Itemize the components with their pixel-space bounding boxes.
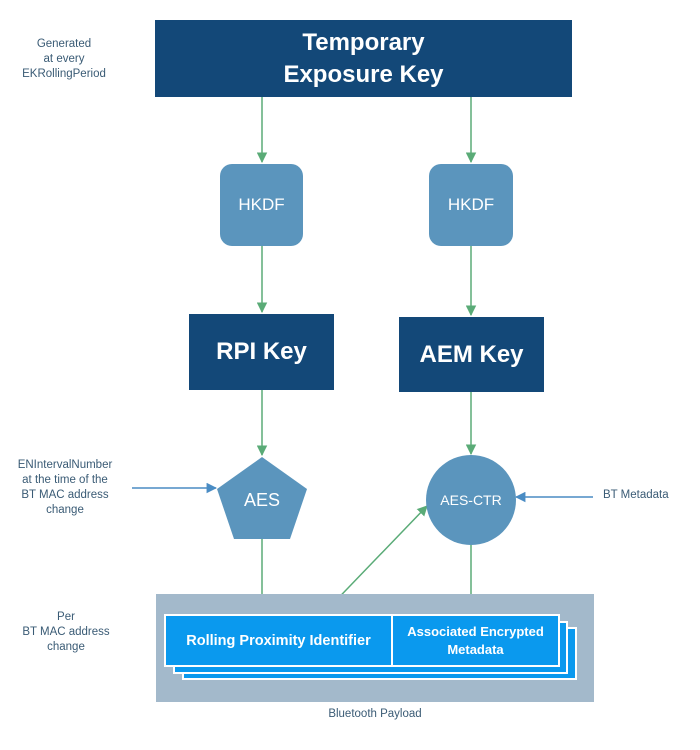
rolling-proximity-identifier-label: Rolling Proximity Identifier <box>186 632 371 649</box>
note-interval: ENIntervalNumber at the time of the BT M… <box>17 459 113 516</box>
hkdf-left-box: HKDF <box>220 164 303 246</box>
note-generated: Generated at every EKRollingPeriod <box>22 38 106 80</box>
payload-divider <box>391 614 393 667</box>
hkdf-right-box: HKDF <box>429 164 513 246</box>
rpi-key-box: RPI Key <box>189 314 334 390</box>
aes-ctr-circle <box>426 455 516 545</box>
aes-ctr-label: AES-CTR <box>440 492 502 508</box>
note-bt-metadata: BT Metadata <box>603 489 669 501</box>
aes-pentagon-shape <box>217 457 307 539</box>
payload-card-front <box>164 614 560 667</box>
aem-key-box: AEM Key <box>399 317 544 392</box>
aes-label: AES <box>243 489 281 510</box>
note-per-change: Per BT MAC address change <box>22 611 110 653</box>
associated-encrypted-metadata-label: Associated Encrypted Metadata <box>407 623 544 657</box>
bluetooth-payload-caption: Bluetooth Payload <box>328 708 422 720</box>
temporary-exposure-key-box: Temporary Exposure Key <box>155 20 572 97</box>
